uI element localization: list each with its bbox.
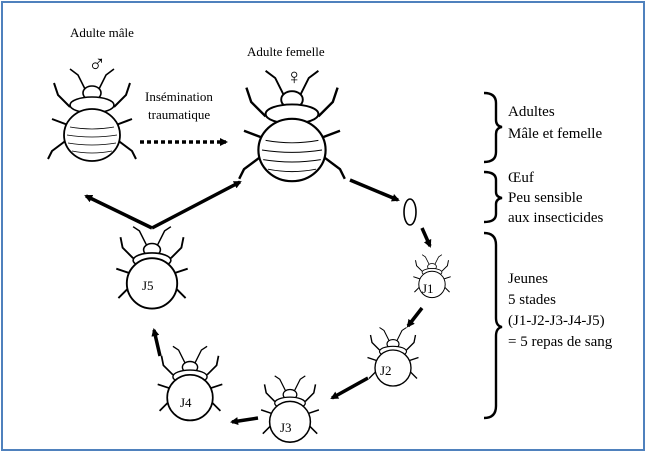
stage-j4-label: J4 bbox=[180, 395, 192, 410]
young-brace bbox=[483, 231, 503, 420]
adults-brace bbox=[483, 91, 503, 164]
female-symbol-icon: ♀ bbox=[286, 64, 303, 89]
arrow-j1-to-j2 bbox=[406, 306, 424, 328]
arrow-j4-to-j5 bbox=[151, 328, 162, 357]
legend-young-line1: Jeunes bbox=[508, 271, 548, 287]
legend-adults-line2: Mâle et femelle bbox=[508, 126, 602, 142]
adult-female-label: Adulte femelle bbox=[247, 44, 325, 59]
egg-brace bbox=[483, 170, 503, 224]
legend-young-line2: 5 stades bbox=[508, 292, 556, 308]
legend-young-line4: = 5 repas de sang bbox=[508, 334, 613, 350]
arrow-to-female bbox=[151, 180, 242, 230]
arrow-j3-to-j4 bbox=[230, 416, 259, 426]
stage-j3-label: J3 bbox=[280, 420, 292, 435]
legend-adults-line1: Adultes bbox=[508, 104, 555, 120]
adult-male-label: Adulte mâle bbox=[70, 25, 134, 40]
legend-egg-line3: aux insecticides bbox=[508, 210, 604, 226]
j2-bug-icon bbox=[366, 326, 420, 387]
legend-egg-line2: Peu sensible bbox=[508, 190, 583, 206]
insemination-label-line1: Insémination bbox=[145, 89, 213, 104]
arrow-to-male bbox=[84, 194, 153, 230]
male-symbol-icon: ♂ bbox=[88, 52, 106, 78]
legend-young-line3: (J1-J2-J3-J4-J5) bbox=[508, 313, 605, 329]
stage-j5-label: J5 bbox=[142, 278, 154, 293]
egg-icon bbox=[403, 198, 417, 226]
legend-egg-line1: Œuf bbox=[508, 170, 534, 186]
arrow-egg-to-j1 bbox=[420, 227, 432, 248]
stage-j2-label: J2 bbox=[380, 363, 392, 378]
arrow-female-to-egg bbox=[349, 178, 400, 202]
insemination-label-line2: traumatique bbox=[148, 107, 210, 122]
stage-j1-label: J1 bbox=[422, 281, 434, 296]
adult-male-bug-icon bbox=[47, 68, 137, 162]
j5-bug-icon bbox=[115, 225, 189, 310]
arrow-j2-to-j3 bbox=[330, 376, 369, 400]
